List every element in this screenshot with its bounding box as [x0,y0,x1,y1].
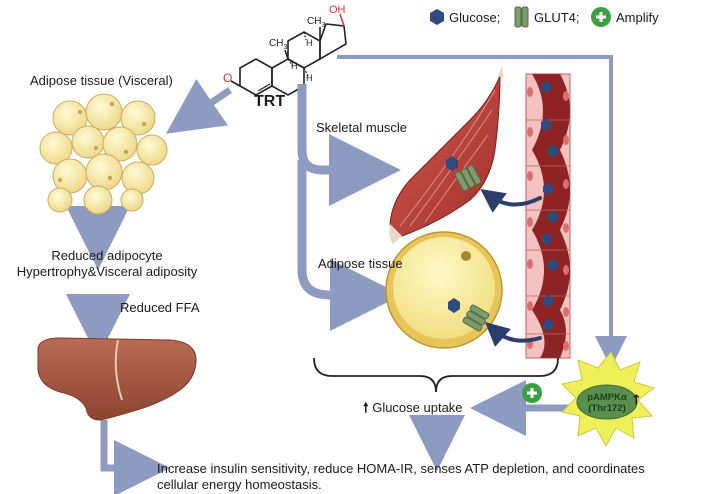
glut4-adipose-icon [462,304,490,332]
glucose-transport-arrows [480,188,542,347]
legend-amplify-icon [591,7,611,27]
adipocyte-cell-icon [385,231,503,349]
trt-methyl-b: CH3 [307,16,326,29]
adipose-tissue-label: Adipose tissue [318,256,403,271]
visceral-adipose-cluster [39,93,168,215]
skeletal-muscle-label: Skeletal muscle [316,120,408,135]
skeletal-muscle-icon [389,66,504,244]
ampk-label: pAMPKα (Thr172) [587,392,627,414]
amplify-plus-icon [522,383,542,403]
glut4-muscle-icon [454,164,482,192]
cell-glucose-icons [446,156,460,313]
flow-arrows [66,55,627,494]
adipose-visceral-label: Adipose tissue (Visceral) [30,73,173,88]
legend-amplify-label: Amplify [616,10,659,25]
conclusion-text: Increase insulin sensitivity, reduce HOM… [157,461,645,492]
trt-label: TRT [254,93,286,110]
legend-glucose-icon [430,9,444,25]
reduced-ffa-label: Reduced FFA [120,300,200,315]
trt-h-label-2: H [291,61,298,71]
liver-icon [37,337,197,421]
ampk-starburst-icon [560,351,656,448]
vessel-glucose-icons [541,81,558,331]
uptake-brace [313,357,559,393]
ampk-up-arrow-icon: ↑ [631,393,642,408]
legend-glucose-label: Glucose; [449,10,501,25]
trt-h-label-3: H [306,38,313,48]
trt-oh-label: OH [329,4,346,16]
reduced-adipocyte-label: Reduced adipocyte Hypertrophy&Visceral a… [16,248,198,279]
legend-glut4-icon [514,6,529,28]
trt-h-label-1: H [306,73,313,83]
trt-methyl-a: CH3 [269,38,288,51]
trt-oxo-label: O [223,71,233,85]
glucose-uptake-label: 🠕 Glucose uptake [363,400,463,416]
legend-glut4-label: GLUT4; [534,10,580,25]
h-stereo-marks [287,31,309,77]
testosterone-structure-icon [230,13,347,96]
up-arrow-icon: 🠕 [363,401,369,416]
